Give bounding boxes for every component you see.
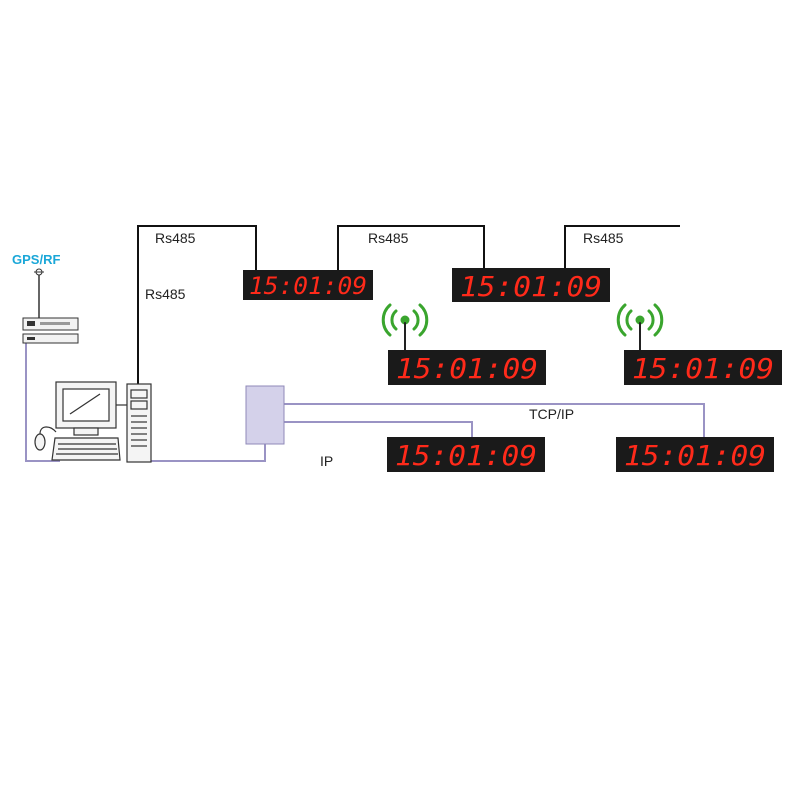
ip-label: IP (320, 453, 333, 469)
clock-display: 15:01:09 (243, 270, 373, 300)
clock-display: 15:01:09 (388, 350, 546, 385)
gps-antenna-icon (34, 268, 44, 318)
gps-to-pc-line (25, 342, 60, 462)
wireless-antenna-icon (381, 303, 429, 353)
network-switch-icon (245, 385, 285, 445)
computer-icon (34, 381, 152, 463)
clock-digits: 15:01:09 (632, 352, 774, 385)
network-lines (25, 342, 705, 462)
clock-digits: 15:01:09 (395, 439, 537, 472)
gps-label: GPS/RF (12, 252, 60, 267)
clock-digits: 15:01:09 (624, 439, 766, 472)
clock-digits: 15:01:09 (249, 272, 367, 300)
rs485-label-vertical: Rs485 (145, 286, 186, 302)
clock-display: 15:01:09 (452, 268, 610, 303)
tcpip-line-right (284, 403, 705, 438)
pc-to-switch-line (150, 444, 266, 462)
clock-display: 15:01:09 (616, 437, 774, 472)
clock-display: 15:01:09 (624, 350, 782, 385)
rs485-label-right: Rs485 (583, 230, 624, 246)
rs485-lines (137, 225, 680, 384)
clock-digits: 15:01:09 (396, 352, 538, 385)
rs485-line-mid (337, 225, 485, 272)
wireless-antenna-icon (616, 303, 664, 353)
rs485-label-top-left: Rs485 (155, 230, 196, 246)
gps-receiver-icon (22, 317, 79, 344)
clock-digits: 15:01:09 (460, 270, 602, 303)
tcpip-label: TCP/IP (529, 406, 574, 422)
rs485-line-pc (137, 225, 257, 384)
ip-line-left (284, 421, 473, 438)
rs485-line-right (564, 225, 680, 272)
rs485-label-mid: Rs485 (368, 230, 409, 246)
clock-display: 15:01:09 (387, 437, 545, 472)
